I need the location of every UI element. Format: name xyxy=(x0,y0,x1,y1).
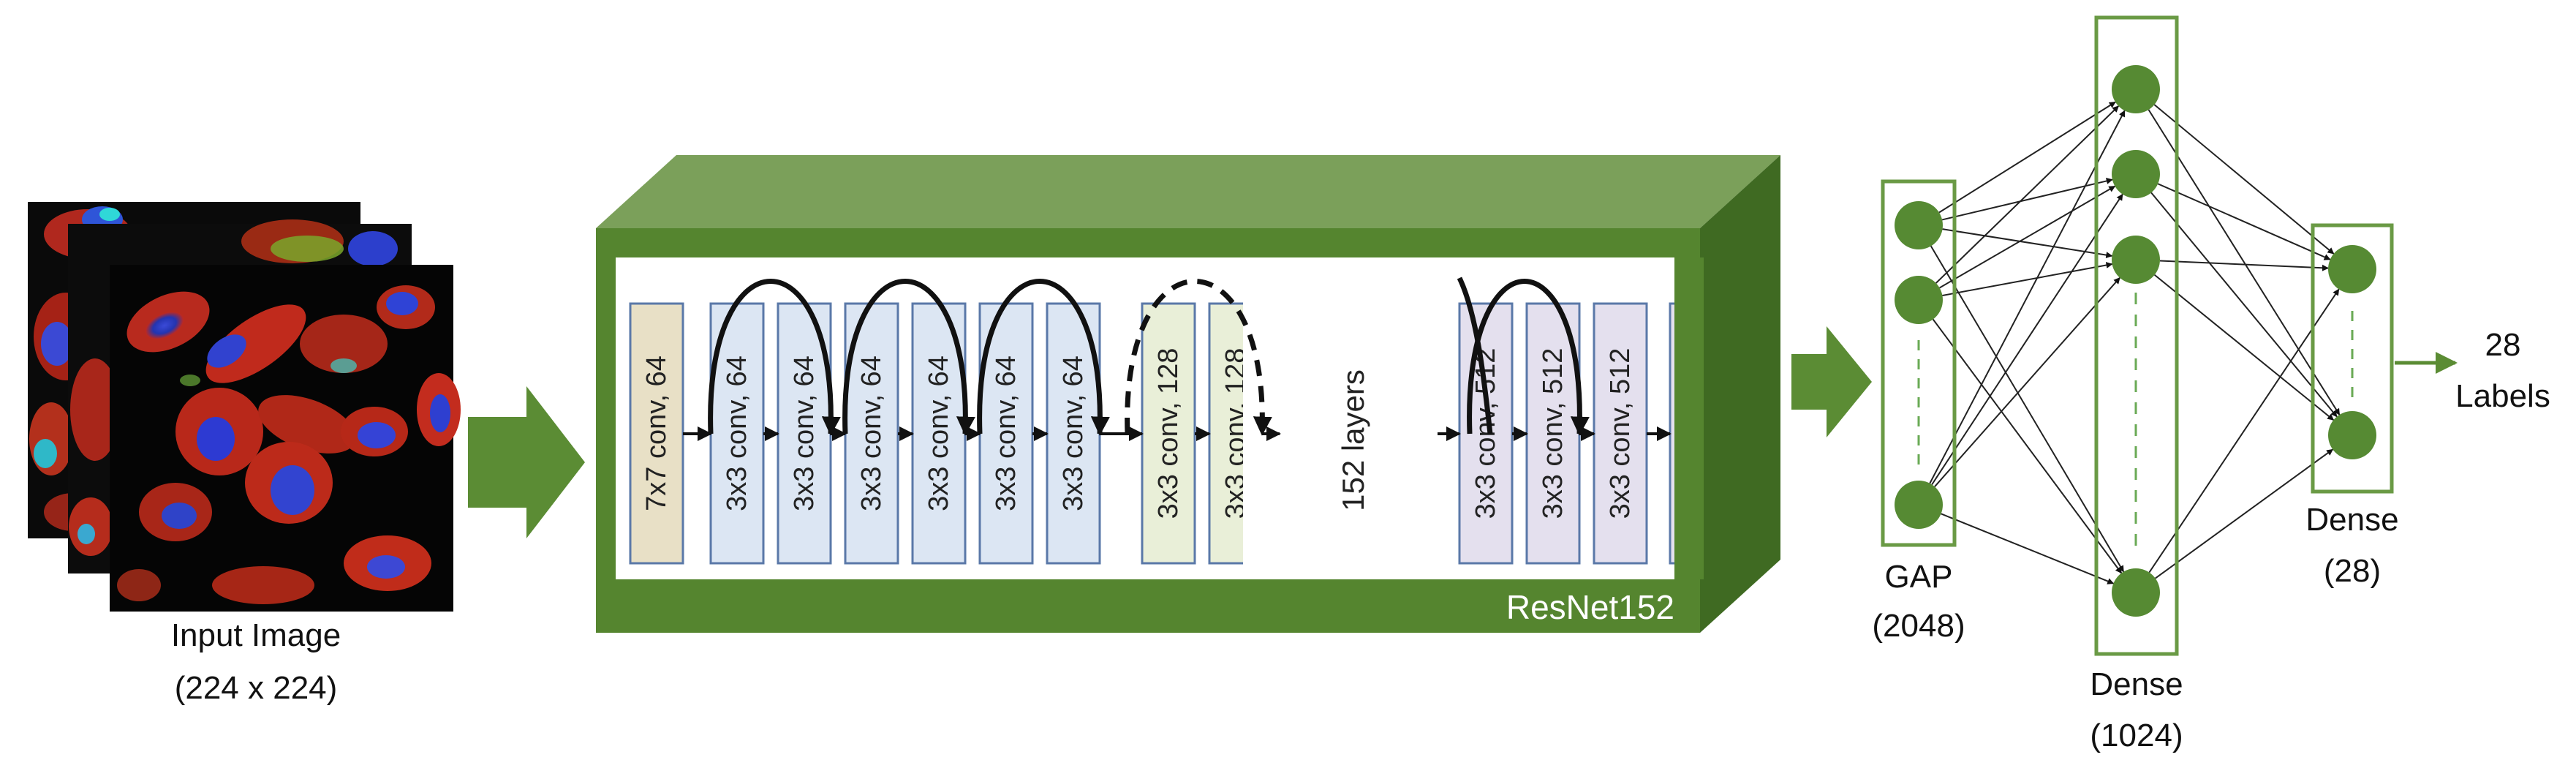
resnet-layer-11-label: 3x3 conv, 512 xyxy=(1538,348,1568,519)
dense28-node-2 xyxy=(2328,411,2376,459)
gap-node-1 xyxy=(1895,201,1943,249)
conn-gap1-dense3 xyxy=(1942,228,2113,259)
conn-gap2-dense1 xyxy=(1935,105,2120,284)
resnet-skip-connection-3 xyxy=(977,279,1110,436)
conn-gap2-dense2 xyxy=(1939,185,2116,289)
resnet-skip-connection-5 xyxy=(1467,279,1590,436)
resnet-layer-12-label: 3x3 conv, 512 xyxy=(1605,348,1636,519)
flow-arrow-resnet-to-gap xyxy=(1791,326,1872,437)
resnet-layer-10 xyxy=(1458,302,1514,565)
conn-dense4-out2 xyxy=(2155,448,2334,579)
conn-gap2-dense4 xyxy=(1932,318,2123,574)
resnet-layer-12 xyxy=(1593,302,1648,565)
dense28-caption-line1: Dense xyxy=(2305,502,2398,538)
fully-connected-head: 28 Labels GAP (2048) Dense (1024) Dense … xyxy=(1872,15,2550,753)
conn-gap2-dense3 xyxy=(1942,262,2113,296)
resnet-layer-1-label: 7x7 conv, 64 xyxy=(641,356,672,511)
conn-gap3-dense2 xyxy=(1931,193,2123,485)
gap-caption-line2: (2048) xyxy=(1872,608,1965,644)
dense1024-node-1 xyxy=(2112,65,2160,113)
resnet-layer-8-label: 3x3 conv, 128 xyxy=(1153,348,1184,519)
dense1024-column-box xyxy=(2094,15,2179,656)
resnet-skip-connection-1 xyxy=(708,279,841,436)
conn-dense1-out1 xyxy=(2153,104,2335,255)
input-caption-line2: (224 x 224) xyxy=(175,670,338,706)
gap-column-box xyxy=(1881,179,1957,547)
conn-dense3-out2 xyxy=(2154,274,2335,421)
resnet-box-top-face xyxy=(596,155,1780,228)
dense1024-node-3 xyxy=(2112,236,2160,284)
conn-gap1-dense1 xyxy=(1938,101,2116,214)
resnet-layer-7-label: 3x3 conv, 64 xyxy=(1058,356,1089,511)
fc-nodes xyxy=(1895,65,2376,617)
input-image-front xyxy=(110,265,461,612)
resnet-box-side-face xyxy=(1700,155,1780,633)
resnet-skip-connection-2 xyxy=(842,279,975,436)
conn-dense1-out2 xyxy=(2148,109,2341,415)
dense1024-node-2 xyxy=(2112,150,2160,198)
output-line1: 28 xyxy=(2485,327,2521,363)
resnet-right-cover xyxy=(1674,257,1704,579)
input-image-stack: Input Image (224 x 224) xyxy=(28,202,461,706)
conn-dense2-out2 xyxy=(2150,192,2338,418)
dense28-node-1 xyxy=(2328,245,2376,293)
gap-node-3 xyxy=(1895,481,1943,529)
dense1024-caption-line1: Dense xyxy=(2090,666,2183,702)
conn-gap3-dense4 xyxy=(1941,513,2115,584)
conn-gap3-dense1 xyxy=(1929,110,2126,484)
resnet-layer-2-label: 3x3 conv, 64 xyxy=(722,356,752,511)
dense28-column-box xyxy=(2311,223,2394,494)
input-caption-line1: Input Image xyxy=(171,617,341,653)
resnet-middle-label: 152 layers xyxy=(1336,369,1370,511)
dense1024-node-4 xyxy=(2112,568,2160,617)
conn-gap1-dense4 xyxy=(1930,245,2125,573)
resnet-layer-10-label: 3x3 conv, 512 xyxy=(1470,348,1501,519)
conn-dense3-out1 xyxy=(2159,260,2329,271)
resnet-layer-5-label: 3x3 conv, 64 xyxy=(923,356,954,511)
resnet-skip-connection-fragment xyxy=(1457,277,1493,435)
conn-gap1-dense2 xyxy=(1941,178,2113,221)
conn-dense2-out1 xyxy=(2157,183,2331,260)
resnet-gap-cover xyxy=(1243,257,1448,579)
dense28-caption-line2: (28) xyxy=(2324,553,2381,589)
resnet-layer-3-label: 3x3 conv, 64 xyxy=(789,356,820,511)
resnet-label: ResNet152 xyxy=(1506,588,1674,626)
flow-arrow-input-to-resnet xyxy=(468,386,585,538)
gap-node-2 xyxy=(1895,276,1943,324)
fc-connections xyxy=(1929,101,2341,584)
resnet-layer-1 xyxy=(629,302,684,565)
gap-caption-line1: GAP xyxy=(1885,559,1953,595)
output-line2: Labels xyxy=(2455,378,2550,414)
conn-dense4-out1 xyxy=(2148,288,2340,573)
conn-gap3-dense3 xyxy=(1934,277,2120,487)
dense1024-caption-line2: (1024) xyxy=(2090,718,2183,753)
resnet-block: 7x7 conv, 64 3x3 conv, 64 3x3 conv, 64 3x3 … xyxy=(596,155,1780,633)
resnet-layer-stack: 7x7 conv, 64 3x3 conv, 64 3x3 conv, 64 3x3 … xyxy=(629,257,1704,579)
resnet-layer-6-label: 3x3 conv, 64 xyxy=(991,356,1021,511)
resnet-layer-4-label: 3x3 conv, 64 xyxy=(856,356,887,511)
